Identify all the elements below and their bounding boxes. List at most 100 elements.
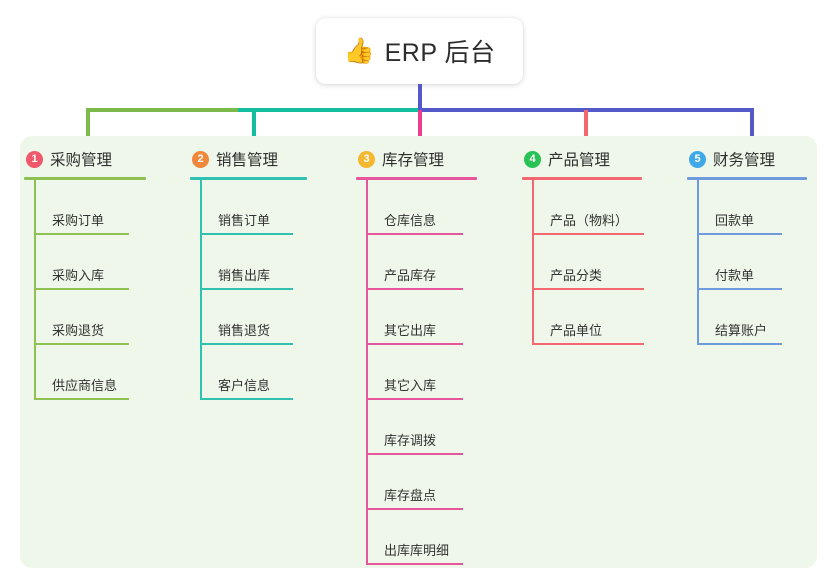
branch-item-rule: [200, 233, 293, 235]
branch-item[interactable]: 付款单: [687, 235, 807, 290]
branch-item-label: 出库库明细: [384, 543, 450, 558]
branch-header-4[interactable]: 4 产品管理: [522, 144, 642, 174]
branch-header-rule-5: [687, 177, 807, 180]
branch-item-label: 产品（物料）: [550, 213, 629, 228]
branches-panel: [20, 136, 817, 568]
branch-title-4: 产品管理: [548, 152, 611, 169]
branch-item[interactable]: 供应商信息: [24, 345, 146, 400]
drop-column-2: [252, 110, 256, 144]
thumbs-up-icon: 👍: [343, 36, 375, 65]
branch-item-rule: [366, 398, 463, 400]
branch-items-4: 产品（物料） 产品分类产品单位: [522, 180, 644, 345]
root-node-title: ERP 后台: [384, 39, 496, 67]
branch-item[interactable]: 销售订单: [190, 180, 307, 235]
branch-item-rule: [200, 343, 293, 345]
root-stem-connector: [418, 84, 422, 110]
branch-item-rule: [34, 343, 129, 345]
branch-item-rule: [34, 398, 129, 400]
branch-spine-1: [34, 180, 36, 400]
branch-item[interactable]: 库存调拨: [356, 400, 477, 455]
branch-item-label: 产品分类: [550, 268, 603, 283]
branch-item-label: 销售退货: [218, 323, 271, 338]
branch-items-1: 采购订单采购入库采购退货供应商信息: [24, 180, 146, 400]
branch-header-rule-1: [24, 177, 146, 180]
branch-item-label: 库存盘点: [384, 488, 437, 503]
branch-item-label: 客户信息: [218, 378, 271, 393]
branch-item[interactable]: 采购订单: [24, 180, 146, 235]
branch-title-3: 库存管理: [382, 152, 445, 169]
branch-number-badge-4: 4: [524, 150, 541, 168]
branch-header-3[interactable]: 3 库存管理: [356, 144, 477, 174]
branch-item[interactable]: 结算账户: [687, 290, 807, 345]
branch-item[interactable]: 库存盘点: [356, 455, 477, 510]
branch-item-rule: [366, 233, 463, 235]
branch-item[interactable]: 销售退货: [190, 290, 307, 345]
branch-spine-3: [366, 180, 368, 565]
branch-item[interactable]: 销售出库: [190, 235, 307, 290]
branch-item-rule: [532, 233, 644, 235]
drop-column-1: [86, 110, 90, 144]
branch-number-badge-1: 1: [26, 150, 43, 168]
branch-item-rule: [532, 288, 644, 290]
branch-item-rule: [200, 398, 293, 400]
branch-item-rule: [366, 453, 463, 455]
branch-item[interactable]: 产品库存: [356, 235, 477, 290]
branch-item[interactable]: 采购入库: [24, 235, 146, 290]
branch-item-rule: [34, 288, 129, 290]
branch-item[interactable]: 回款单: [687, 180, 807, 235]
branch-number-badge-2: 2: [192, 150, 209, 168]
branch-item[interactable]: 产品分类: [522, 235, 644, 290]
branch-item-label: 其它出库: [384, 323, 437, 338]
branch-item-label: 回款单: [715, 213, 755, 228]
branch-item-rule: [697, 343, 782, 345]
branch-item-label: 销售出库: [218, 268, 271, 283]
branch-item-label: 结算账户: [715, 323, 768, 338]
branch-item-label: 付款单: [715, 268, 755, 283]
root-node-card[interactable]: 👍 ERP 后台: [316, 18, 523, 84]
branch-item[interactable]: 其它入库: [356, 345, 477, 400]
branch-item[interactable]: 产品单位: [522, 290, 644, 345]
branch-item[interactable]: 其它出库: [356, 290, 477, 345]
branch-item[interactable]: 采购退货: [24, 290, 146, 345]
branch-number-badge-3: 3: [358, 150, 375, 168]
branch-item-rule: [366, 343, 463, 345]
branch-spine-5: [697, 180, 699, 345]
branch-item-rule: [366, 288, 463, 290]
branch-column-3: 3 库存管理仓库信息产品库存其它出库其它入库库存调拨库存盘点出库库明细: [356, 144, 477, 565]
branch-item-rule: [697, 288, 782, 290]
branch-item-label: 采购订单: [52, 213, 105, 228]
branch-column-4: 4 产品管理产品（物料） 产品分类产品单位: [522, 144, 644, 345]
branch-header-rule-3: [356, 177, 477, 180]
branch-item[interactable]: 客户信息: [190, 345, 307, 400]
branch-item[interactable]: 出库库明细: [356, 510, 477, 565]
branch-item-rule: [697, 233, 782, 235]
branch-item-label: 产品库存: [384, 268, 437, 283]
branch-item-label: 其它入库: [384, 378, 437, 393]
branch-header-rule-4: [522, 177, 642, 180]
branch-item-rule: [532, 343, 644, 345]
branch-items-2: 销售订单销售出库销售退货客户信息: [190, 180, 307, 400]
branch-spine-4: [532, 180, 534, 345]
branch-item[interactable]: 产品（物料）: [522, 180, 644, 235]
branch-item-label: 供应商信息: [52, 378, 118, 393]
branch-spine-2: [200, 180, 202, 400]
branch-item-rule: [34, 233, 129, 235]
branch-header-rule-2: [190, 177, 307, 180]
branch-item[interactable]: 仓库信息: [356, 180, 477, 235]
branch-item-label: 产品单位: [550, 323, 603, 338]
drop-column-5: [750, 110, 754, 144]
branch-title-5: 财务管理: [713, 152, 776, 169]
bus-segment-green: [86, 108, 240, 112]
branch-item-rule: [366, 508, 463, 510]
branch-item-label: 销售订单: [218, 213, 271, 228]
branch-items-3: 仓库信息产品库存其它出库其它入库库存调拨库存盘点出库库明细: [356, 180, 477, 565]
branch-item-label: 采购退货: [52, 323, 105, 338]
branch-item-label: 库存调拨: [384, 433, 437, 448]
